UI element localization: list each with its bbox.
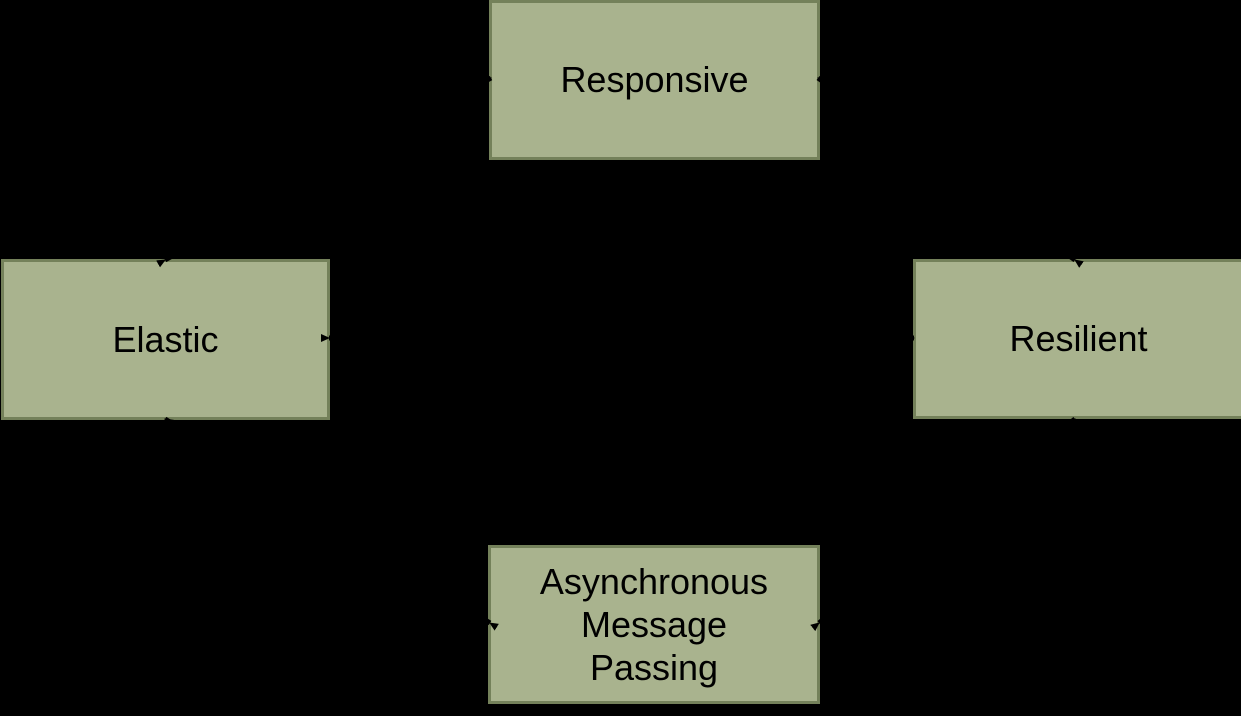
node-responsive: Responsive xyxy=(489,0,820,160)
connector-resilient-responsive xyxy=(816,75,1084,268)
node-resilient: Resilient xyxy=(913,259,1241,419)
node-asynchronous-label-line1: Asynchronous xyxy=(539,560,769,602)
node-elastic: Elastic xyxy=(1,259,330,420)
node-resilient-label: Resilient xyxy=(1009,318,1148,360)
node-asynchronous-label-line2: Message xyxy=(580,603,728,645)
connector-elastic-responsive xyxy=(156,75,493,268)
node-responsive-label: Responsive xyxy=(560,59,749,101)
node-elastic-label: Elastic xyxy=(112,318,219,360)
connector-asynchronous-resilient xyxy=(810,417,1077,632)
connector-asynchronous-elastic xyxy=(163,416,499,631)
node-asynchronous-label-line3: Passing xyxy=(589,647,719,689)
node-asynchronous-message-passing: Asynchronous Message Passing xyxy=(488,545,820,704)
